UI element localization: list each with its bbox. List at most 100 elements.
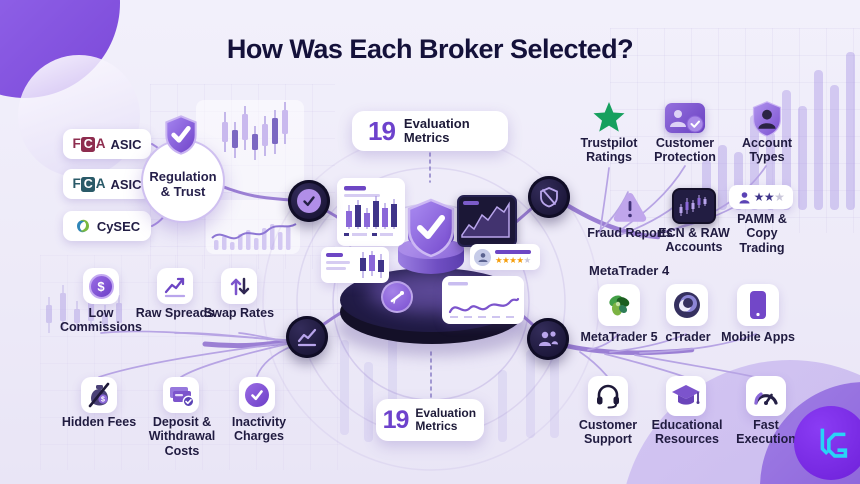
regulator-name: CySEC	[96, 218, 141, 234]
icon-tile-raw-spreads	[157, 268, 193, 304]
label-fraud-reports: Fraud Reports	[587, 226, 673, 240]
evaluation-metrics-badge-top: 19 Evaluation Metrics	[352, 111, 508, 151]
label-trustpilot-ratings: Trustpilot Ratings	[580, 136, 638, 165]
rating-card: ★★★★★	[470, 244, 540, 270]
label-customer-support: Customer Support	[578, 418, 638, 447]
node-shield	[528, 176, 570, 218]
label-raw-spreads: Raw Spreads	[135, 306, 215, 320]
pamm-stars-filled: ★★	[753, 190, 775, 204]
regulator-name: ASIC	[110, 136, 142, 152]
warning-triangle-icon	[613, 193, 647, 222]
icon-tile-inactivity-charges	[239, 377, 275, 413]
phone-icon	[750, 291, 766, 319]
green-star-icon	[593, 102, 625, 132]
mini-barchart	[344, 186, 397, 236]
node-line-chart	[286, 316, 328, 358]
icon-tile-deposit-withdrawal	[163, 377, 199, 413]
crossed-money-bag-icon: $	[88, 382, 110, 408]
label-account-types: Account Types	[742, 136, 792, 165]
brand-logo-glyph	[820, 428, 848, 458]
label-fast-execution: Fast Execution	[736, 418, 796, 447]
icon-tile-fast-execution	[746, 376, 786, 416]
metric-count: 19	[382, 405, 410, 434]
wave-chart	[448, 282, 520, 318]
label-swap-rates: Swap Rates	[203, 306, 275, 320]
telescope-icon	[390, 291, 404, 304]
cards-check-icon	[170, 387, 195, 408]
user-stars-icon: ★★★	[729, 185, 793, 209]
headset-icon	[597, 384, 619, 409]
stars-filled: ★★★★	[495, 254, 524, 265]
screen-line-chart	[461, 201, 510, 238]
decor-candlesticks-top	[196, 100, 304, 192]
graduation-cap-icon	[672, 385, 700, 405]
icon-tile-customer-support	[588, 376, 628, 416]
label-hidden-fees: Hidden Fees	[61, 415, 137, 429]
star-empty: ★	[523, 254, 531, 265]
mt5-logo-icon	[609, 295, 630, 316]
label-inactivity-charges: Inactivity Charges	[231, 415, 287, 444]
wave-chart-card	[442, 276, 524, 324]
metric-label: Evaluation Metrics	[415, 405, 477, 433]
cysec-logo-icon	[76, 219, 89, 233]
decor-bar-wave-chart	[206, 200, 300, 254]
shield-user-icon	[752, 101, 782, 137]
regulator-name: ASIC	[110, 176, 142, 192]
rating-line	[495, 250, 531, 254]
dark-screen-chart	[457, 195, 517, 247]
label-low-commissions: Low Commissions	[60, 306, 142, 335]
icon-tile-ctrader	[666, 284, 708, 326]
node-check	[288, 180, 330, 222]
check-icon	[303, 196, 315, 207]
regulator-pill-cysec: CySEC	[63, 211, 151, 241]
icon-tile-educational-resources	[666, 376, 706, 416]
metric-count: 19	[368, 115, 396, 146]
icon-tile-swap-rates	[221, 268, 257, 304]
decor-bars-top-right	[702, 52, 855, 210]
speedometer-icon	[754, 392, 778, 405]
icon-tile-metatrader-5	[598, 284, 640, 326]
hub-label: Regulation & Trust	[149, 169, 217, 199]
decor-candlesticks-bottom-left	[46, 285, 122, 333]
shield-slash-icon	[540, 187, 558, 208]
evaluation-metrics-badge-bottom: 19 Evaluation Metrics	[376, 399, 484, 441]
icon-tile-low-commissions: $	[83, 268, 119, 304]
people-icon	[539, 331, 558, 346]
icon-tile-mobile-apps	[737, 284, 779, 326]
check-badge-icon	[245, 383, 269, 407]
page-title: How Was Each Broker Selected?	[226, 34, 634, 64]
dollar-circle-icon: $	[88, 273, 114, 299]
label-ctrader: cTrader	[665, 330, 711, 344]
id-card-shield-icon	[665, 103, 705, 133]
label-customer-protection: Customer Protection	[654, 136, 716, 165]
avatar	[474, 248, 491, 266]
pamm-star-empty: ★	[774, 190, 785, 204]
swap-arrows-icon	[230, 277, 249, 295]
svg-text:$: $	[101, 397, 105, 404]
icon-tile-hidden-fees: $	[81, 377, 117, 413]
candlestick-screen-icon	[672, 188, 716, 224]
label-ecn-raw-accounts: ECN & RAW Accounts	[658, 226, 730, 255]
label-mobile-apps: Mobile Apps	[721, 330, 795, 344]
ctrader-logo-icon	[674, 292, 700, 318]
hub-shield-check-icon	[165, 115, 197, 155]
central-shield-check-icon	[407, 198, 455, 258]
label-metatrader-5: MetaTrader 5	[580, 330, 658, 344]
node-people	[527, 318, 569, 360]
brand-logo	[794, 406, 860, 480]
label-metatrader-4: MetaTrader 4	[589, 263, 670, 278]
mini-candles	[326, 251, 384, 278]
label-pamm-copy-trading: PAMM & Copy Trading	[737, 212, 787, 255]
line-chart-icon	[297, 328, 317, 347]
label-educational-resources: Educational Resources	[651, 418, 723, 447]
mini-candle-card	[321, 247, 389, 283]
label-deposit-withdrawal-costs: Deposit & Withdrawal Costs	[148, 415, 216, 458]
mini-barchart-card	[337, 178, 405, 246]
trend-line-icon	[164, 277, 185, 297]
compass-circle	[381, 281, 413, 313]
